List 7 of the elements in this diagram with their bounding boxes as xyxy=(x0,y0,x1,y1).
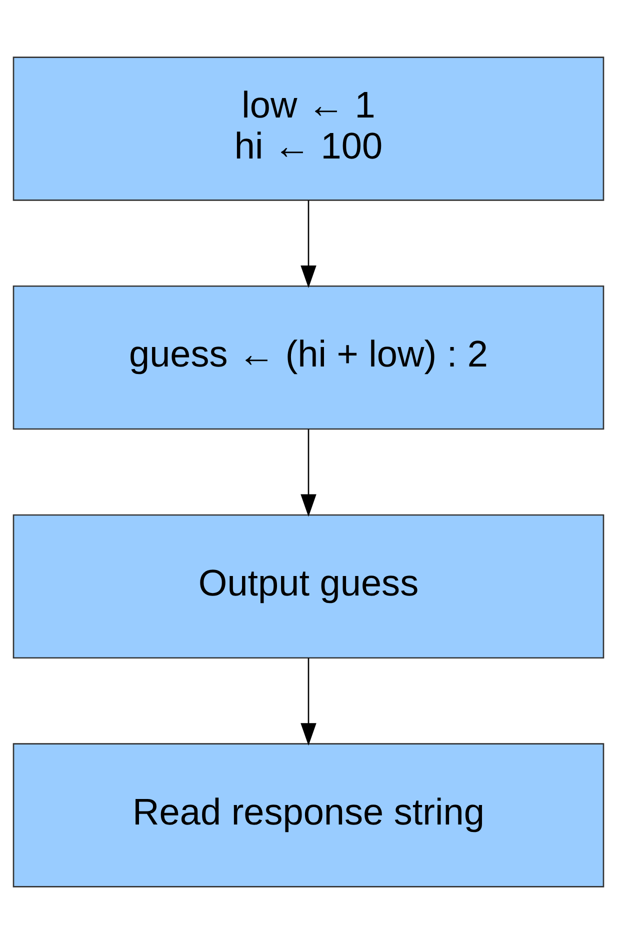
node-box: low ← 1 hi ← 100 xyxy=(12,56,604,201)
node-box: Output guess xyxy=(12,514,604,659)
node-box: Read response string xyxy=(12,743,604,888)
arrow xyxy=(300,429,316,517)
node-box: guess ← (hi + low) : 2 xyxy=(12,285,604,430)
arrow xyxy=(300,200,316,288)
arrow xyxy=(300,658,316,746)
